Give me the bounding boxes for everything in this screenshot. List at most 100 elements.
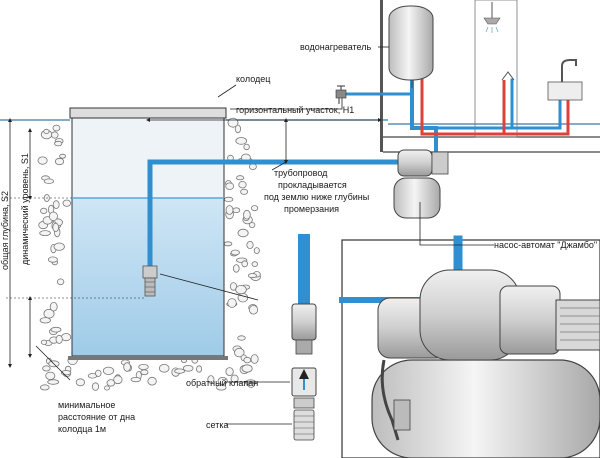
gravel-stone — [56, 278, 65, 286]
sink-tap-icon — [547, 59, 583, 101]
gravel-stone — [246, 240, 254, 249]
gravel-stone — [49, 302, 58, 312]
gravel-stone — [174, 368, 186, 374]
gravel-stone — [247, 382, 255, 388]
labels: водонагреватель колодец горизонтальный у… — [0, 42, 597, 434]
gravel-stone — [104, 385, 110, 391]
gravel-stone — [217, 376, 228, 385]
gravel-stone — [39, 230, 51, 237]
gravel-stone — [225, 182, 235, 190]
outdoor-faucet-icon — [335, 85, 347, 104]
gravel-stone — [59, 153, 66, 159]
gravel-stone — [52, 124, 61, 132]
gravel-stone — [50, 326, 62, 333]
label-pump-station: насос-автомат "Джамбо" — [494, 240, 597, 250]
check-valve-detail — [291, 234, 317, 441]
pump-detail-inset — [339, 235, 600, 458]
label-pipeline-line4: промерзания — [284, 204, 339, 214]
gravel-stone — [48, 256, 58, 263]
gravel-stone — [40, 207, 48, 214]
gravel-stone — [223, 241, 233, 247]
gravel-stone — [43, 128, 50, 134]
gravel-stone — [207, 375, 215, 384]
gravel-stone — [102, 366, 115, 375]
gravel-stone — [234, 347, 245, 358]
gravel-stone — [227, 298, 237, 308]
gravel-stone — [225, 367, 234, 377]
gravel-stone — [235, 137, 248, 145]
gravel-stone — [53, 242, 65, 251]
gravel-stone — [147, 376, 157, 386]
gravel-stone — [229, 282, 238, 291]
shower-icon — [483, 2, 515, 81]
gravel-stone — [60, 333, 72, 342]
gravel-stone — [230, 374, 239, 383]
gravel-stone — [227, 117, 239, 128]
label-strainer: сетка — [206, 420, 228, 430]
label-pipeline-line1: трубопровод — [274, 168, 328, 178]
gravel-stone — [39, 384, 50, 391]
gravel-stone — [240, 188, 249, 195]
gravel-stone — [225, 205, 234, 215]
gravel-stone — [51, 131, 59, 139]
leader-lines — [35, 46, 494, 425]
gravel-stone — [234, 124, 241, 134]
gravel-stone — [95, 369, 102, 377]
gravel-stone — [251, 205, 259, 212]
gravel-stone — [251, 261, 258, 267]
gravel-stone — [62, 199, 72, 207]
label-min-distance-line1: минимальное — [58, 400, 115, 410]
gravel-stone — [248, 222, 256, 228]
gravel-stone — [216, 384, 227, 391]
gravel-stone — [182, 364, 194, 372]
gravel-stone — [138, 363, 149, 370]
gravel-stone — [140, 369, 149, 376]
gravel-stone — [248, 305, 259, 315]
label-pipeline-line3: под землю ниже глубины — [264, 192, 369, 202]
label-well: колодец — [236, 74, 270, 84]
gravel-stone — [238, 180, 247, 189]
gravel-stone — [54, 140, 63, 147]
label-pipeline-line2: прокладывается — [278, 180, 347, 190]
gravel-stone — [39, 317, 51, 324]
gravel-stone — [237, 335, 246, 341]
gravel-stone — [243, 209, 251, 220]
gravel-stone — [196, 365, 203, 373]
gravel-stone — [54, 157, 65, 166]
gravel-stone — [43, 178, 55, 184]
hot-water-pipes — [420, 60, 570, 136]
gravel-stone — [230, 249, 240, 256]
gravel-stone — [37, 156, 48, 165]
gravel-stone — [247, 273, 257, 279]
label-dynamic-level: динамический уровень, S1 — [20, 153, 30, 265]
gravel-stone — [232, 207, 241, 214]
gravel-stone — [52, 222, 59, 232]
gravel-stone — [250, 354, 259, 364]
gravel-stone — [113, 375, 123, 385]
water-heater — [388, 5, 434, 88]
label-horizontal-section: горизонтальный участок, H1 — [236, 105, 354, 115]
gravel-stone — [75, 378, 86, 387]
gravel-stone — [42, 365, 51, 372]
gravel-stone — [130, 376, 142, 383]
gravel-stone — [253, 247, 260, 255]
gravel-stone — [91, 382, 100, 391]
gravel-stone — [47, 379, 60, 385]
gravel-stone — [237, 228, 249, 238]
gravel-fill — [37, 117, 261, 391]
gravel-stone — [243, 143, 250, 151]
label-check-valve: обратный клапан — [186, 378, 258, 388]
label-water-heater: водонагреватель — [300, 42, 371, 52]
gravel-stone — [233, 264, 240, 273]
gravel-stone — [55, 334, 63, 344]
gravel-stone — [235, 284, 247, 295]
label-total-depth: общая глубина, S2 — [0, 191, 10, 270]
gravel-stone — [158, 363, 170, 373]
dimension-lines — [6, 118, 382, 368]
label-min-distance-line3: колодца 1м — [58, 424, 106, 434]
gravel-stone — [241, 364, 253, 373]
gravel-stone — [123, 362, 131, 372]
gravel-stone — [52, 200, 60, 209]
